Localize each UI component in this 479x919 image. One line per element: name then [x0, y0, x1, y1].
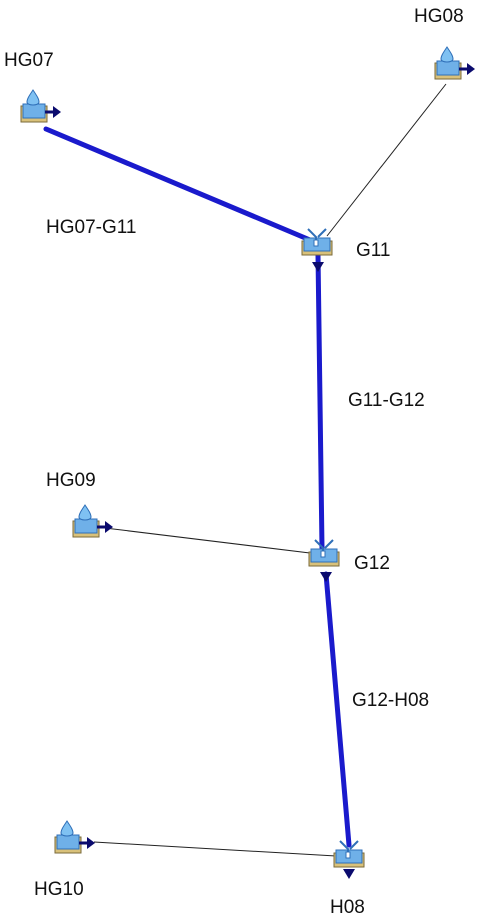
- subbasin-icon-HG08[interactable]: [433, 45, 477, 81]
- node-label-HG08: HG08: [414, 6, 464, 27]
- connector-HG08-G11[interactable]: [326, 83, 447, 237]
- connector-HG09-G12[interactable]: [104, 527, 319, 555]
- reach-label-G12-H08: G12-H08: [352, 690, 429, 711]
- subbasin-icon-HG09[interactable]: [71, 503, 115, 539]
- reach-arrow-G12: [320, 572, 332, 582]
- subbasin-icon-HG10[interactable]: [53, 819, 97, 855]
- reach-label-G11-G12: G11-G12: [348, 390, 425, 411]
- node-label-H08: H08: [330, 897, 365, 918]
- reach-arrow-G11: [312, 262, 324, 272]
- node-label-G12: G12: [354, 553, 390, 574]
- reach-G11-G12[interactable]: [315, 252, 325, 551]
- node-label-HG09: HG09: [46, 470, 96, 491]
- node-label-G11: G11: [356, 240, 391, 261]
- node-label-HG10: HG10: [34, 879, 84, 900]
- junction-icon-G11[interactable]: [301, 228, 333, 256]
- reach-arrow-H08: [343, 869, 355, 879]
- reach-HG07-G11[interactable]: [43, 126, 313, 243]
- subbasin-icon-HG07[interactable]: [19, 88, 63, 124]
- reach-G12-H08[interactable]: [323, 571, 352, 848]
- node-label-HG07: HG07: [4, 50, 54, 71]
- reach-label-HG07-G11: HG07-G11: [46, 217, 136, 238]
- connector-HG10-H08[interactable]: [93, 841, 337, 857]
